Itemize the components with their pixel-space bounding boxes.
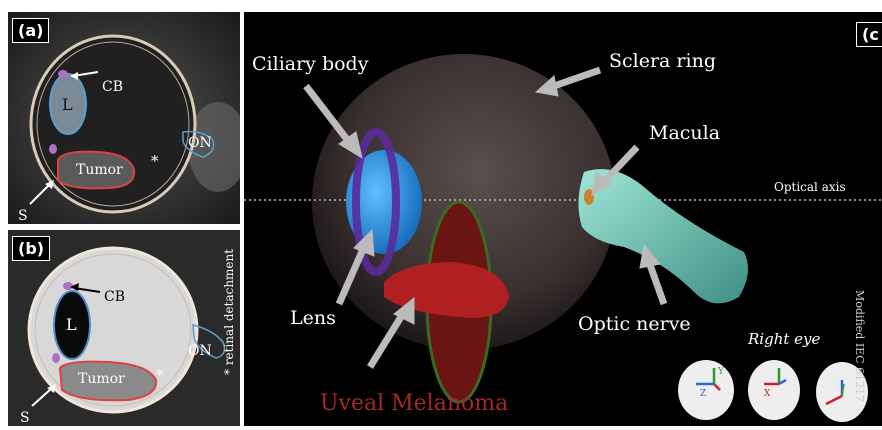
mri-panel-a: CB L Tumor * ON S (a)	[8, 12, 240, 224]
s-label: S	[18, 208, 28, 224]
optic-nerve-3d	[578, 169, 748, 303]
lens-label: L	[62, 95, 73, 114]
lens-label: L	[66, 315, 77, 334]
vertical-credit-text: Modified IEC 61217	[853, 290, 866, 402]
tumor-label: Tumor	[76, 162, 123, 178]
on-label: ON	[188, 343, 212, 359]
optical-axis-label: Optical axis	[774, 180, 846, 194]
panel-c-tag: (c	[856, 22, 882, 47]
mri-panel-b: CB L Tumor * ON S (b)	[8, 230, 240, 426]
ciliary-body-marker	[58, 70, 68, 78]
panel-a-tag: (a)	[12, 18, 49, 43]
mri-panel-a-image: CB L Tumor * ON S	[8, 12, 240, 224]
tumor-label: Tumor	[78, 371, 125, 387]
on-label: ON	[188, 135, 212, 151]
ciliary-body-marker	[63, 282, 73, 290]
sclera-ring-label: Sclera ring	[609, 50, 716, 72]
retinal-detachment-note: * retinal detachment	[222, 175, 240, 375]
head-orientation-icons: Y Z X	[678, 360, 868, 422]
retinal-detachment-star: *	[156, 366, 164, 384]
axis-x-letter: X	[764, 389, 771, 399]
cb-label: CB	[104, 289, 125, 305]
right-eye-label: Right eye	[747, 330, 821, 348]
macula-label: Macula	[649, 122, 720, 144]
axis-z-letter: Z	[700, 389, 706, 399]
cb-label: CB	[102, 79, 123, 95]
lens-label: Lens	[290, 307, 336, 329]
render-panel-c: Ciliary body Sclera ring Macula Optical …	[244, 12, 882, 426]
eye-3d-render: Ciliary body Sclera ring Macula Optical …	[244, 12, 882, 426]
ciliary-body-label: Ciliary body	[252, 53, 369, 75]
axis-y-letter: Y	[717, 367, 725, 377]
optic-nerve-label: Optic nerve	[578, 313, 691, 335]
s-label: S	[20, 410, 30, 426]
head-front-icon	[748, 360, 800, 420]
panel-b-tag: (b)	[12, 236, 50, 261]
retinal-detachment-star: *	[151, 152, 159, 170]
uveal-melanoma-label: Uveal Melanoma	[320, 391, 508, 416]
